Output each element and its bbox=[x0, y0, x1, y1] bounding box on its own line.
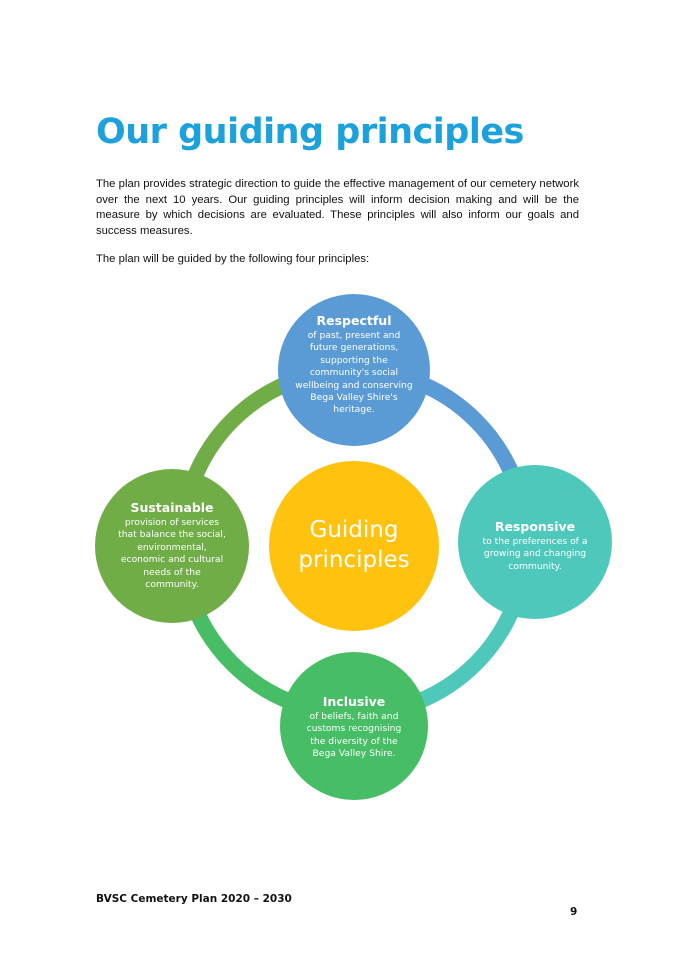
intro-paragraph: The plan provides strategic direction to… bbox=[96, 178, 579, 237]
responsive-circle bbox=[458, 465, 612, 619]
page-title: Our guiding principles bbox=[96, 112, 524, 152]
sustainable-description: provision of services that balance the s… bbox=[118, 517, 226, 591]
page-number: 9 bbox=[570, 906, 578, 918]
sustainable-circle bbox=[95, 469, 249, 623]
center-label: Guiding principles bbox=[298, 517, 410, 573]
principles-lead-in: The plan will be guided by the following… bbox=[96, 253, 370, 265]
sustainable-title: Sustainable bbox=[130, 500, 214, 515]
sustainable-node: Sustainable provision of services that b… bbox=[117, 500, 227, 591]
responsive-description: to the preferences of a growing and chan… bbox=[482, 536, 588, 572]
inclusive-description: of beliefs, faith and customs recognisin… bbox=[306, 711, 402, 760]
inclusive-title: Inclusive bbox=[322, 694, 386, 709]
responsive-title: Responsive bbox=[494, 519, 576, 534]
respectful-title: Respectful bbox=[316, 313, 392, 328]
inclusive-circle bbox=[280, 652, 428, 800]
responsive-node: Responsive to the preferences of a growi… bbox=[478, 519, 592, 573]
respectful-circle bbox=[278, 294, 430, 446]
center-circle bbox=[269, 461, 439, 631]
respectful-description: of past, present and future generations,… bbox=[295, 330, 413, 416]
footer-document-title: BVSC Cemetery Plan 2020 – 2030 bbox=[96, 893, 292, 905]
inclusive-node: Inclusive of beliefs, faith and customs … bbox=[303, 694, 405, 761]
respectful-node: Respectful of past, present and future g… bbox=[294, 313, 414, 417]
